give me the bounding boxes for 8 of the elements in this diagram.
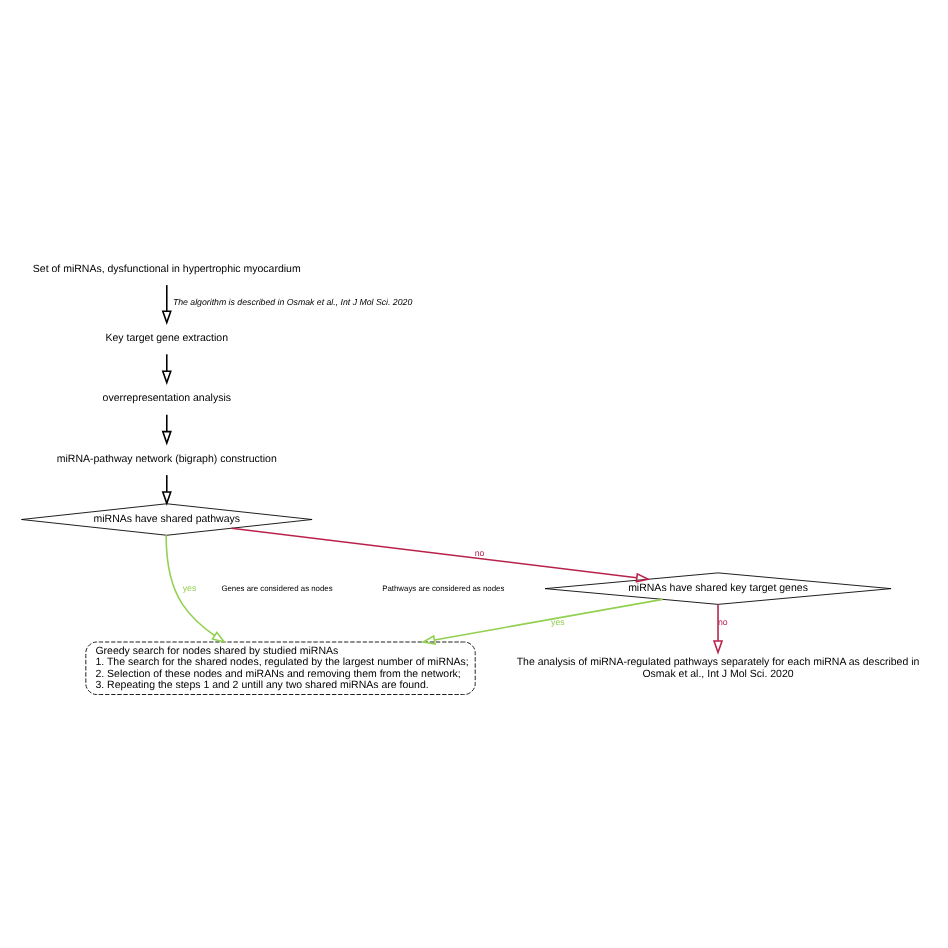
arrow [161,474,172,506]
arrow [712,603,724,655]
arrow [161,353,172,385]
arrow [161,413,172,446]
arrow [161,284,172,325]
arrow [230,527,651,583]
arrow [165,534,227,644]
arrow [420,598,664,645]
